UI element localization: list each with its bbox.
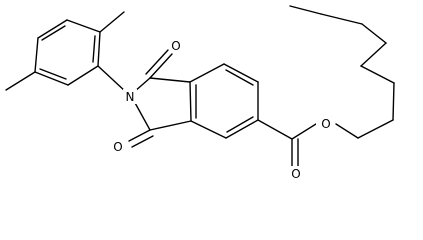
methyl-bond [5,71,36,91]
benzo-bond [189,81,192,122]
molecule-drawing: N O O O O [5,5,395,182]
carbonyl-double-bond [131,135,154,148]
aryl-bond [34,37,39,73]
aryl-double-bond [39,68,67,80]
atom-label-o-top: O [169,38,183,53]
ester-group [257,119,317,168]
atom-label-o-ester: O [316,116,334,132]
benzo-bond [225,119,259,139]
aryl-double-bond [92,35,96,63]
chain-bond [320,13,363,25]
chain-bond [392,82,395,121]
svg-text:O: O [113,140,122,154]
benzo-bond [223,63,259,83]
benzo-bond [189,63,225,83]
chain-bond [360,42,387,67]
carbonyl-double-bond [128,129,151,142]
svg-text:N: N [126,90,135,104]
imide-ring [128,49,192,148]
svg-text:O: O [291,167,300,181]
ester-oxygen-bond [291,123,317,140]
atom-label-o-bottom: O [111,139,125,154]
benzo-bond [190,120,227,139]
chain-bond [357,119,394,139]
aryl-bond [97,31,101,67]
n-carbonyl-bond [133,100,151,131]
aryl-n-bond [97,65,127,93]
atom-label-o-carbonyl: O [288,166,304,182]
chain-bond [335,123,359,139]
ring-bond [149,120,192,131]
aryl-bond [67,65,99,86]
chain-bond [289,5,322,15]
ring-bond [149,77,191,83]
aryl-bond [66,19,101,33]
aryl-double-bond [41,25,66,41]
octyl-chain [289,5,395,139]
structure-canvas: N O O O O [5,5,395,182]
svg-text:O: O [171,39,180,53]
aryl-bond [34,71,69,86]
dimethylphenyl-ring [5,11,127,93]
svg-text:O: O [321,117,330,131]
benzo-double-bond [225,69,254,86]
methyl-bond [99,11,125,33]
benzo-double-bond [226,116,254,133]
ester-bond [257,119,293,140]
aryl-bond [37,19,68,39]
atom-label-n: N [123,89,137,104]
chain-bond [361,23,387,44]
carbonyl-double-bond [149,53,173,79]
chain-bond [360,65,395,84]
carbonyl-double-bond [145,49,169,75]
benzo-ring [189,63,259,139]
